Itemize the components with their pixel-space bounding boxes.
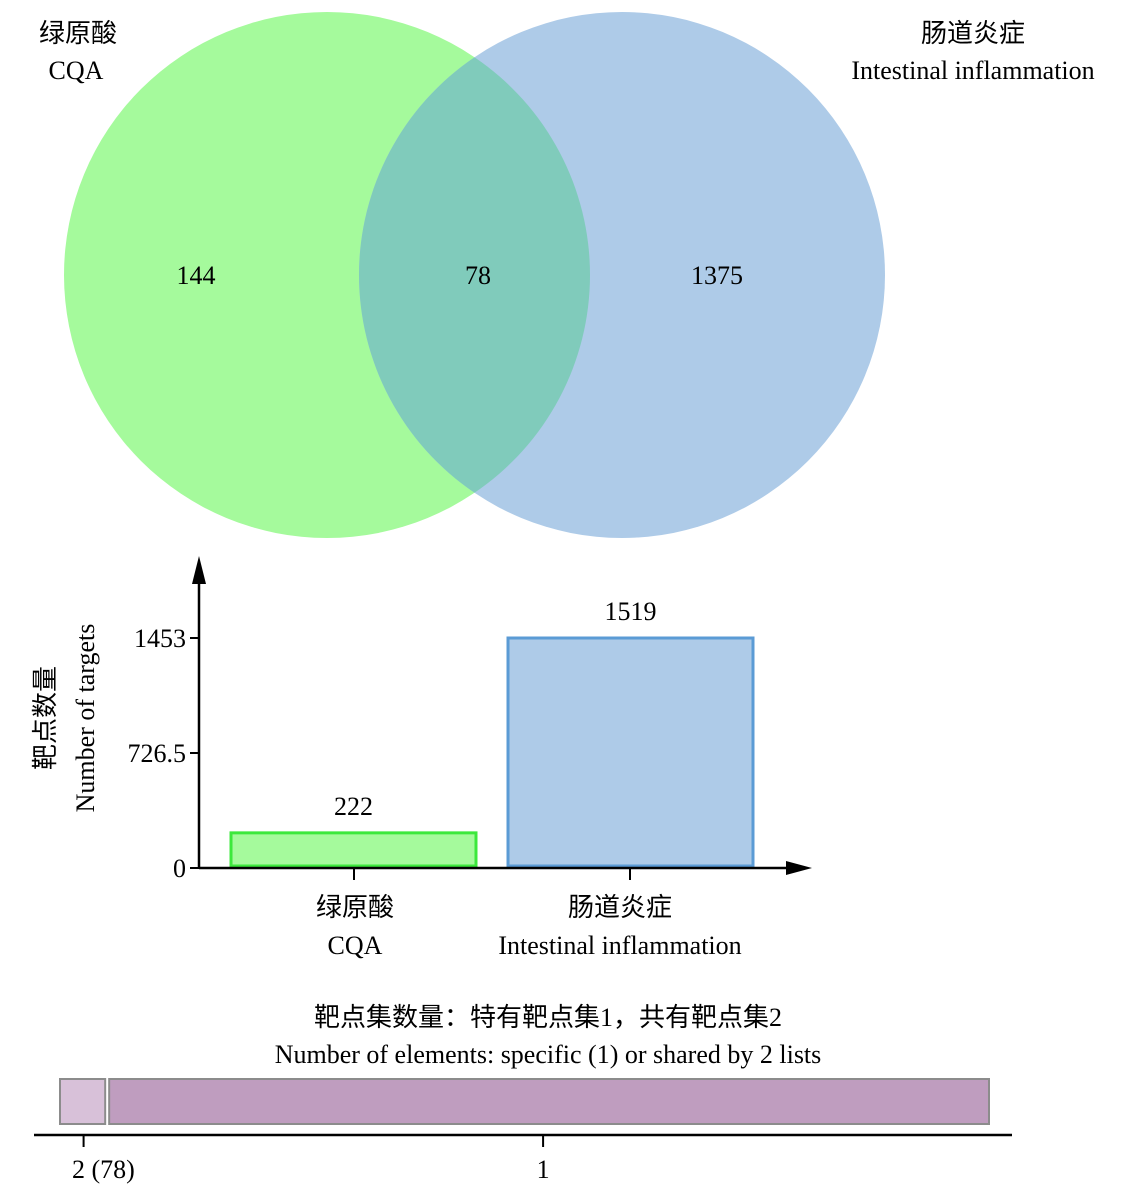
strip-title-en: Number of elements: specific (1) or shar… bbox=[275, 1040, 822, 1069]
y-tick-label: 726.5 bbox=[128, 739, 187, 768]
bar-chart: 222 1519 0 726.5 1453 绿原酸 CQA 肠道炎症 Intes… bbox=[31, 556, 812, 960]
x-axis-arrow bbox=[786, 861, 812, 875]
bar-value-label-intestinal: 1519 bbox=[605, 597, 657, 626]
strip-tick-label-shared: 2 (78) bbox=[72, 1155, 135, 1184]
strip-title-cn: 靶点集数量：特有靶点集1，共有靶点集2 bbox=[314, 1003, 782, 1032]
bar-value-label-cqa: 222 bbox=[334, 792, 373, 821]
strip-segment-specific bbox=[108, 1078, 990, 1125]
venn-label-b-cn: 肠道炎症 bbox=[921, 19, 1025, 48]
venn-label-b-en: Intestinal inflammation bbox=[851, 56, 1094, 85]
venn-overlap-region bbox=[358, 57, 590, 493]
y-axis-label-en: Number of targets bbox=[71, 624, 100, 813]
element-count-strip: 靶点集数量：特有靶点集1，共有靶点集2 Number of elements: … bbox=[34, 1003, 1012, 1184]
x-tick-label-cqa-cn: 绿原酸 bbox=[316, 893, 394, 922]
x-tick-label-intestinal-cn: 肠道炎症 bbox=[568, 893, 672, 922]
y-tick-label: 0 bbox=[173, 854, 186, 883]
bar-cqa bbox=[229, 831, 478, 868]
venn-diagram: 绿原酸 CQA 肠道炎症 Intestinal inflammation 144… bbox=[39, 12, 1095, 538]
strip-tick-label-specific: 1 bbox=[537, 1155, 550, 1184]
venn-label-a-en: CQA bbox=[49, 56, 104, 85]
venn-count-shared: 78 bbox=[465, 261, 491, 290]
bar-intestinal-inflammation bbox=[506, 636, 755, 868]
y-tick-label: 1453 bbox=[134, 624, 186, 653]
x-tick-label-intestinal-en: Intestinal inflammation bbox=[498, 931, 741, 960]
y-axis-arrow bbox=[192, 556, 206, 584]
y-axis-label-cn: 靶点数量 bbox=[31, 666, 60, 770]
venn-count-only-cqa: 144 bbox=[177, 261, 216, 290]
venn-label-a-cn: 绿原酸 bbox=[39, 19, 117, 48]
venn-count-only-intestinal: 1375 bbox=[691, 261, 743, 290]
x-tick-label-cqa-en: CQA bbox=[328, 931, 383, 960]
strip-segment-shared bbox=[59, 1078, 107, 1125]
